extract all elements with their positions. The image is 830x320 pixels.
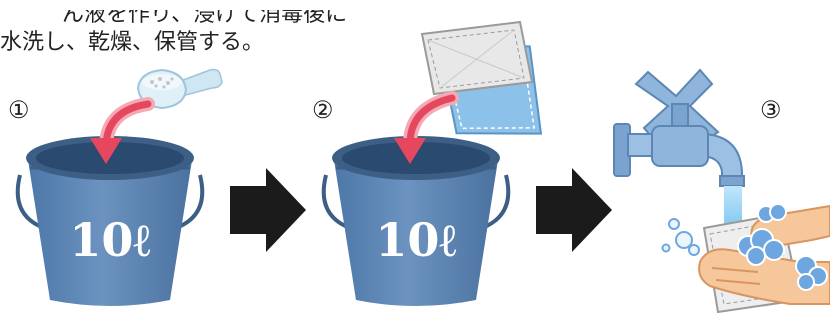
step-3-handwashing-icon [661, 203, 830, 314]
step-1-bucket-label: 10ℓ [69, 213, 150, 267]
step-2-bucket-label: 10ℓ [375, 213, 456, 267]
next-step-arrow-2-icon [536, 168, 612, 252]
step-1-pour-arrow-icon [90, 97, 155, 164]
step-2-cloth-icon [420, 20, 543, 135]
step-2-bucket-icon: 10ℓ [321, 136, 511, 306]
step-2-pour-arrow-icon [394, 91, 459, 164]
step-3-water-stream [724, 186, 742, 232]
step-1-bucket-icon: 10ℓ [15, 136, 205, 306]
step-2-number: ② [312, 96, 334, 124]
caption-line-2: 水洗し、乾燥、保管する。 [0, 30, 265, 55]
step-3-number: ③ [760, 96, 782, 124]
step-1-number: ① [8, 96, 30, 124]
next-step-arrow-1-icon [230, 168, 306, 252]
instruction-caption: ん液を作り、浸けて消毒後に 水洗し、乾燥、保管する。 [0, 10, 830, 62]
caption-line-1: ん液を作り、浸けて消毒後に [62, 10, 348, 27]
step-3-faucet-icon [613, 68, 745, 187]
